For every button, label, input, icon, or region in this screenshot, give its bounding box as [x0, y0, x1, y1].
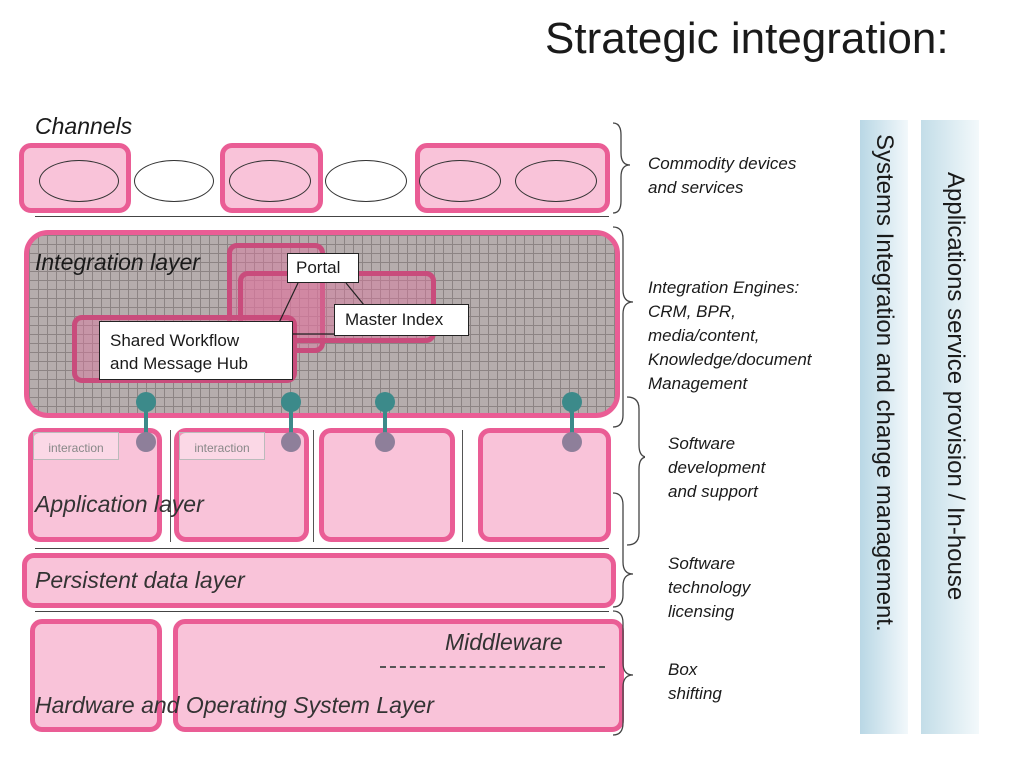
hardware-box-2 [173, 619, 624, 732]
connector-stem-1 [144, 404, 148, 438]
software-licensing-label: Software technology licensing [668, 554, 751, 621]
portal-callout: Portal [287, 253, 359, 283]
interaction-tag-1: interaction [33, 432, 119, 460]
application-divider-1 [170, 430, 171, 542]
workflow-hub-callout: Shared Workflow and Message Hub [99, 321, 293, 380]
connector-stem-2 [289, 404, 293, 438]
master-index-callout: Master Index [334, 304, 469, 336]
integration-layer-label: Integration layer [35, 249, 200, 275]
connector-bottom-1 [136, 432, 156, 452]
channel-device-4 [325, 160, 407, 202]
application-divider-3 [462, 430, 463, 542]
application-divider-2 [313, 430, 314, 542]
persistent-data-label: Persistent data layer [35, 567, 245, 593]
channel-device-3 [229, 160, 311, 202]
integration-engines-label: Integration Engines: CRM, BPR, media/con… [648, 278, 812, 393]
applications-service-bar: Applications service provision / In-hous… [921, 120, 979, 734]
applications-service-text: Applications service provision / In-hous… [942, 172, 969, 601]
application-layer-label: Application layer [35, 491, 204, 517]
connector-top-4 [562, 392, 582, 412]
brace-software-dev [626, 396, 645, 546]
channel-device-6 [515, 160, 597, 202]
persistent-divider [35, 611, 609, 612]
interaction-tag-2: interaction [179, 432, 265, 460]
brace-group [612, 122, 645, 736]
software-development-label: Software development and support [668, 434, 766, 501]
application-box-3 [319, 428, 455, 542]
connector-bottom-3 [375, 432, 395, 452]
workflow-hub-line-1: Shared Workflow [110, 331, 240, 350]
brace-commodity [612, 122, 631, 214]
connector-top-3 [375, 392, 395, 412]
channels-label: Channels [35, 113, 133, 139]
channels-divider [35, 216, 609, 217]
connector-bottom-2 [281, 432, 301, 452]
brace-licensing [612, 492, 634, 608]
brace-box-shifting [612, 610, 634, 736]
connector-bottom-4 [562, 432, 582, 452]
connector-stem-4 [570, 404, 574, 438]
systems-integration-bar: Systems Integration and change managemen… [860, 120, 908, 734]
connector-top-2 [281, 392, 301, 412]
systems-integration-text: Systems Integration and change managemen… [871, 134, 898, 632]
page-title: Strategic integration: [545, 14, 949, 63]
channel-device-2 [134, 160, 214, 202]
persistent-data-box [22, 553, 616, 608]
hardware-box-1 [30, 619, 162, 732]
application-box-4 [478, 428, 611, 542]
callout-leader-lines [264, 282, 365, 353]
commodity-devices-label: Commodity devices and services [648, 154, 797, 197]
hardware-layer-label: Hardware and Operating System Layer [35, 692, 434, 718]
connector-stem-3 [383, 404, 387, 438]
middleware-label: Middleware [445, 629, 563, 655]
workflow-hub-line-2: and Message Hub [110, 354, 248, 373]
application-divider [35, 548, 609, 549]
channel-device-5 [419, 160, 501, 202]
box-shifting-label: Box shifting [668, 660, 722, 703]
connector-top-1 [136, 392, 156, 412]
brace-integration [612, 226, 634, 428]
channel-device-1 [39, 160, 119, 202]
master-index-leader [345, 282, 365, 306]
middleware-dashed-line [380, 666, 605, 668]
